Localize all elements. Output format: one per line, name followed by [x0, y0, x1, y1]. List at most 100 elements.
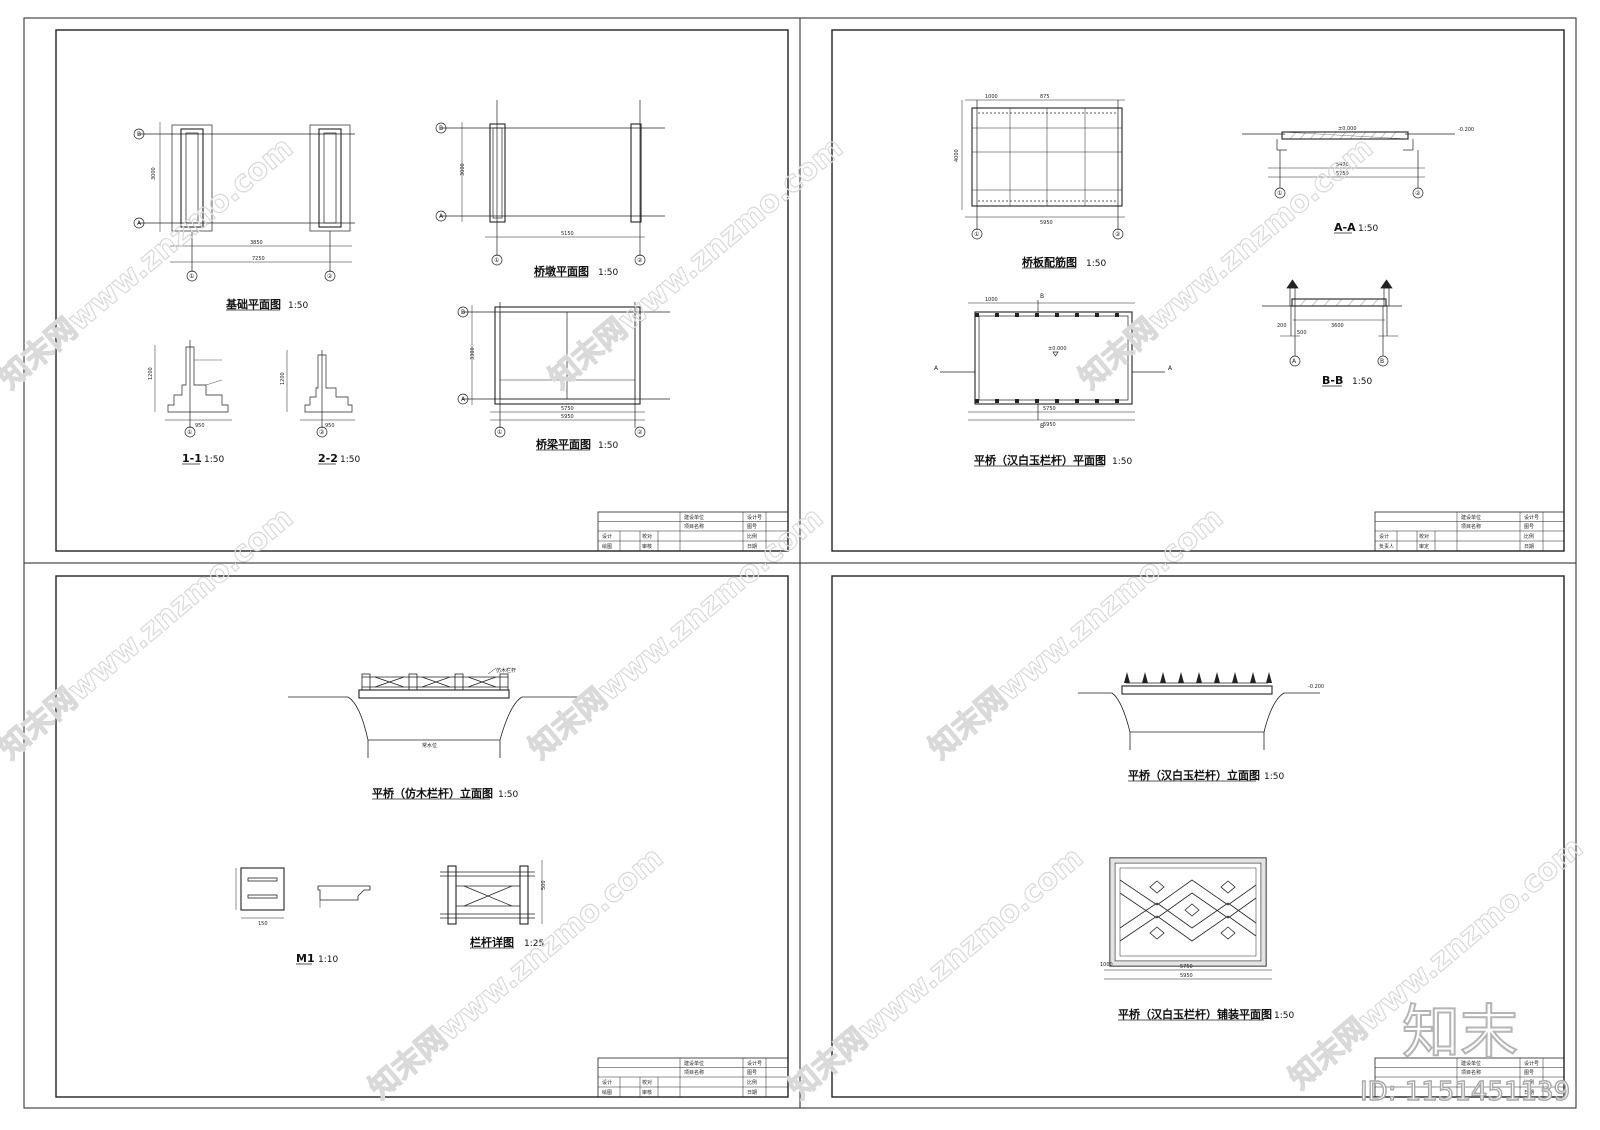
scale-11: 1:50 [204, 455, 224, 465]
tb-project: 项目名称 [1461, 1069, 1481, 1076]
dim-150: 150 [258, 921, 268, 927]
grid-2: ② [1115, 231, 1121, 238]
label-wood-rail: 仿木栏杆 [496, 667, 516, 674]
title-block-1: 建设单位 项目名称 设计号 图号 比例 日期 设计 校对 绘图 审核 [597, 511, 789, 552]
grid-1: ① [1277, 190, 1282, 197]
grid-1: ① [494, 257, 499, 264]
brand-name: 知末 [1402, 998, 1518, 1066]
tb-drawer: 绘图 [602, 1089, 612, 1096]
tb-designer: 设计 [602, 1079, 612, 1086]
tb-design-no: 设计号 [1524, 1060, 1539, 1067]
grid-2: ② [327, 273, 333, 280]
tb-date: 日期 [747, 1090, 757, 1096]
scale-foundation: 1:50 [288, 301, 308, 311]
tb-reviewer: 审核 [642, 543, 652, 550]
tb-scale: 比例 [747, 533, 757, 540]
title-beam-plan: 桥梁平面图 [536, 437, 591, 451]
dim-950: 950 [195, 423, 205, 429]
section-mark-b: B [1040, 293, 1044, 300]
grid-a: A [439, 213, 444, 220]
label-water-level: 常水位 [422, 742, 437, 749]
dim-3600: 3600 [1331, 323, 1344, 329]
brand-id: ID: 1151451139 [1360, 1077, 1570, 1107]
grid-b: B [1380, 358, 1384, 365]
title-pier-plan: 桥墩平面图 [534, 264, 589, 278]
section-mark-a: A [1168, 365, 1173, 372]
dim-5950: 5950 [561, 414, 574, 420]
tb-drawing-no: 图号 [747, 1070, 757, 1076]
title-bridge-plan-jade: 平桥（汉白玉栏杆）平面图 [974, 453, 1106, 467]
m1-detail [235, 867, 371, 919]
slab-rebar-plan [961, 99, 1125, 240]
brand-logo: 知末 ID: 1151451139 [1359, 997, 1571, 1108]
watermark-layer: 知末网www.znzmo.com 知末网www.znzmo.com 知末网www… [0, 130, 1591, 1107]
scale-bb: 1:50 [1352, 377, 1372, 387]
tb-designer: 设计 [1379, 533, 1389, 540]
sheet-frames [23, 17, 1577, 1109]
grid-2: ② [637, 257, 643, 264]
title-rail-detail: 栏杆详图 [470, 935, 514, 949]
elevation-wood-rail [288, 667, 580, 758]
dim-1000: 1000 [985, 297, 998, 303]
beam-plan [457, 302, 670, 438]
tb-client: 建设单位 [684, 1060, 704, 1067]
elevation-jade-rail [1078, 682, 1320, 750]
tb-client: 建设单位 [684, 514, 704, 521]
section-2-2 [286, 350, 355, 438]
tb-project: 项目名称 [1461, 523, 1481, 530]
dim-3000: 3000 [151, 167, 157, 180]
title-m1: M1 [296, 952, 315, 965]
watermark-text: 知末网www.znzmo.com [923, 500, 1230, 766]
grid-2: ② [319, 429, 325, 436]
tb-scale: 比例 [747, 1079, 757, 1086]
dim-5750: 5750 [1043, 406, 1056, 412]
tb-design-no: 设计号 [747, 1060, 762, 1067]
grid-a: A [461, 396, 466, 403]
tb-drawer: 绘图 [602, 543, 612, 550]
title-section-aa: A-A [1334, 221, 1356, 234]
title-slab-rebar: 桥板配筋图 [1022, 255, 1077, 269]
slab-hatch [1289, 131, 1397, 140]
dim-5750: 5750 [1336, 171, 1349, 177]
elev-neg: -0.200 [1308, 684, 1324, 690]
tb-checker: 校对 [642, 533, 652, 540]
section-a-a [1242, 131, 1455, 199]
dim-5750: 5750 [1180, 964, 1193, 970]
dim-1200: 1200 [280, 372, 286, 385]
watermark-text: 知末网www.znzmo.com [0, 500, 300, 766]
dim-950: 950 [325, 423, 335, 429]
dim-5950: 5950 [1180, 973, 1193, 979]
grid-b: B [461, 309, 465, 316]
title-block-4: 建设单位 项目名称 设计号 图号 比例 日期 [1374, 1057, 1565, 1098]
scale-elev-wood: 1:50 [498, 790, 518, 800]
tb-approver: 审定 [1419, 543, 1429, 550]
tb-design-no: 设计号 [1524, 514, 1539, 521]
title-paving-jade: 平桥（汉白玉栏杆）铺装平面图 [1118, 1007, 1272, 1021]
tb-client: 建设单位 [1461, 1060, 1481, 1067]
section-mark-a: A [934, 365, 939, 372]
scale-bridge-plan: 1:50 [1112, 457, 1132, 467]
tb-date: 日期 [747, 544, 757, 550]
title-elev-wood: 平桥（仿木栏杆）立面图 [372, 786, 493, 800]
tb-project: 项目名称 [684, 1069, 704, 1076]
grid-1: ① [974, 231, 979, 238]
dim-5150: 5150 [561, 231, 574, 237]
dim-500: 500 [1297, 330, 1307, 336]
pier-plan [435, 100, 665, 266]
grid-a: A [1292, 358, 1297, 365]
grid-1: ① [189, 273, 194, 280]
tb-design-no: 设计号 [747, 514, 762, 521]
title-section-11: 1-1 [182, 452, 202, 465]
watermark-text: 知末网www.znzmo.com [543, 130, 850, 396]
tb-reviewer: 审核 [642, 1089, 652, 1096]
elev-pos: ±0.000 [1338, 126, 1357, 132]
dim-3000: 3000 [460, 163, 466, 176]
watermark-text: 知末网www.znzmo.com [0, 130, 300, 396]
scale-elev-jade: 1:50 [1264, 772, 1284, 782]
scale-slab: 1:50 [1086, 259, 1106, 269]
scale-paving: 1:50 [1274, 1011, 1294, 1021]
dim-5430: 5430 [1336, 162, 1349, 168]
dim-1200: 1200 [148, 367, 154, 380]
section-mark-b: B [1040, 423, 1044, 430]
